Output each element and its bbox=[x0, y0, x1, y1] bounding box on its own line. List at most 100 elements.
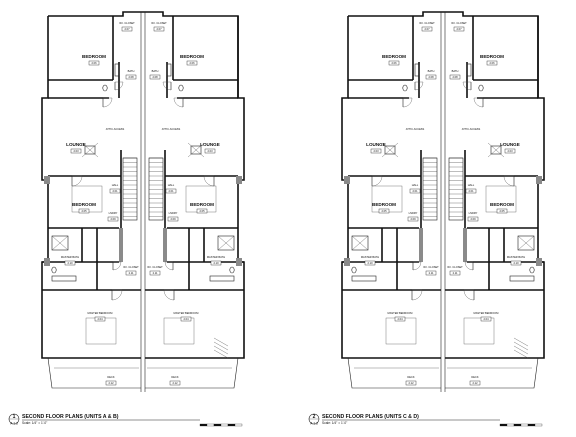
tag-master-bath-left-box bbox=[64, 260, 76, 266]
label-master-bedroom-left: MASTER BEDROOM bbox=[388, 311, 413, 315]
tag-master-wic-right-box bbox=[149, 270, 161, 276]
label-lounge-left-tag-box bbox=[70, 148, 82, 154]
label-lounge-right-tag-box bbox=[204, 148, 216, 154]
lounge-table bbox=[190, 145, 202, 155]
label-bedroom-top-right-tag-box bbox=[486, 60, 498, 66]
label-bedroom-mid-right-tag-box bbox=[496, 208, 508, 214]
tag-master-bath-right-box bbox=[510, 260, 522, 266]
label-bath-left: BATH bbox=[428, 69, 435, 73]
tag-wic-right-box bbox=[153, 26, 165, 32]
lounge-table bbox=[490, 145, 502, 155]
tag-laundry-left: 2.09 bbox=[110, 217, 116, 221]
door-swing bbox=[203, 175, 215, 187]
tag-master-bath-right-box bbox=[210, 260, 222, 266]
sheet-ref: A-1.3 bbox=[310, 422, 318, 426]
scale-bar-segment bbox=[527, 423, 536, 427]
door-swing bbox=[402, 97, 413, 108]
label-bedroom-mid-left-tag: 2.05 bbox=[381, 209, 387, 213]
tag-hall-left-box bbox=[409, 188, 421, 194]
scale-bar-segment bbox=[213, 423, 222, 427]
lounge-furniture bbox=[187, 142, 205, 158]
label-bath-right: BATH bbox=[152, 69, 159, 73]
door-swing bbox=[71, 175, 83, 187]
tag-wic-left-box bbox=[421, 26, 433, 32]
scale-bar-segment bbox=[534, 423, 543, 427]
toilet bbox=[229, 266, 235, 274]
tag-master-wic-left-box bbox=[125, 270, 137, 276]
deck-outline-left bbox=[347, 357, 441, 389]
tag-master-wic-right: 2.11 bbox=[153, 271, 158, 275]
door-swing bbox=[462, 81, 472, 91]
label-lounge-right: LOUNGE bbox=[200, 142, 220, 147]
hatched-wall bbox=[119, 228, 123, 262]
tag-master-wic-right: 2.11 bbox=[453, 271, 458, 275]
label-master-bedroom-left: MASTER BEDROOM bbox=[88, 311, 113, 315]
label-wic-right: W.I. CLOSET bbox=[151, 21, 167, 25]
tag-wic-left: 2.07 bbox=[424, 27, 430, 31]
tag-deck-left: 2.12 bbox=[408, 381, 414, 385]
label-master-bedroom-right: MASTER BEDROOM bbox=[474, 311, 499, 315]
toilet bbox=[351, 266, 357, 274]
tag-wic-right-box bbox=[453, 26, 465, 32]
deck-stair bbox=[513, 349, 529, 359]
label-master-bath-left: MASTER BATH bbox=[61, 255, 79, 259]
label-laundry-right: LNDRY bbox=[169, 211, 178, 215]
hatched-wall bbox=[163, 228, 167, 262]
tag-deck-right-box bbox=[169, 380, 181, 386]
tag-master-wic-left: 2.11 bbox=[129, 271, 134, 275]
label-wic-left: W.I. CLOSET bbox=[419, 21, 435, 25]
scale-bar-segment bbox=[520, 423, 529, 427]
hatched-wall bbox=[536, 176, 542, 184]
tag-master-bath-left: 2.10 bbox=[367, 261, 373, 265]
scale-bar-segment bbox=[227, 423, 236, 427]
tag-master-bath-left: 2.10 bbox=[67, 261, 73, 265]
door-swing bbox=[173, 97, 184, 108]
label-bedroom-top-right-tag-box bbox=[186, 60, 198, 66]
bed bbox=[485, 185, 517, 213]
label-bedroom-mid-left-tag-box bbox=[78, 208, 90, 214]
deck-stair bbox=[513, 345, 529, 355]
scale-bar-segment bbox=[206, 423, 215, 427]
master-wall-left bbox=[41, 300, 141, 359]
tag-hall-right: 2.01 bbox=[468, 189, 474, 193]
door-swing bbox=[111, 289, 123, 301]
bed bbox=[463, 317, 495, 345]
label-master-wic-right: W.I. CLOSET bbox=[447, 265, 463, 269]
tag-bath-right-box bbox=[149, 74, 161, 80]
vanity bbox=[509, 275, 535, 282]
scale-bar-segment bbox=[234, 423, 243, 427]
scale-bar-segment bbox=[513, 423, 522, 427]
bed bbox=[371, 185, 403, 213]
tag-wic-right: 2.07 bbox=[156, 27, 162, 31]
label-bedroom-top-right: BEDROOM bbox=[480, 54, 504, 59]
tub bbox=[466, 63, 472, 77]
label-bath-right: BATH bbox=[452, 69, 459, 73]
hatched-wall bbox=[236, 176, 242, 184]
hatched-wall bbox=[463, 228, 467, 262]
deck-stair bbox=[213, 345, 229, 355]
tag-master-bedroom-right-box bbox=[480, 316, 492, 322]
label-bedroom-top-right: BEDROOM bbox=[180, 54, 204, 59]
tag-deck-left: 2.12 bbox=[108, 381, 114, 385]
tag-laundry-left: 2.09 bbox=[410, 217, 416, 221]
label-master-bedroom-right: MASTER BEDROOM bbox=[174, 311, 199, 315]
label-deck-left: DECK bbox=[407, 375, 414, 379]
hatched-wall bbox=[344, 258, 350, 266]
label-laundry-left: LNDRY bbox=[409, 211, 418, 215]
label-bedroom-mid-left: BEDROOM bbox=[372, 202, 396, 207]
sheet-ref: A-1.3 bbox=[10, 422, 18, 426]
door-swing bbox=[371, 175, 383, 187]
toilet bbox=[478, 84, 484, 92]
door-swing bbox=[503, 175, 515, 187]
master-wall-right bbox=[445, 300, 545, 359]
door-swing bbox=[164, 261, 174, 271]
label-lounge-left: LOUNGE bbox=[366, 142, 386, 147]
tag-laundry-right: 2.09 bbox=[470, 217, 476, 221]
label-laundry-right: LNDRY bbox=[469, 211, 478, 215]
label-bedroom-mid-right-tag: 2.05 bbox=[199, 209, 205, 213]
shower-x bbox=[51, 235, 69, 251]
